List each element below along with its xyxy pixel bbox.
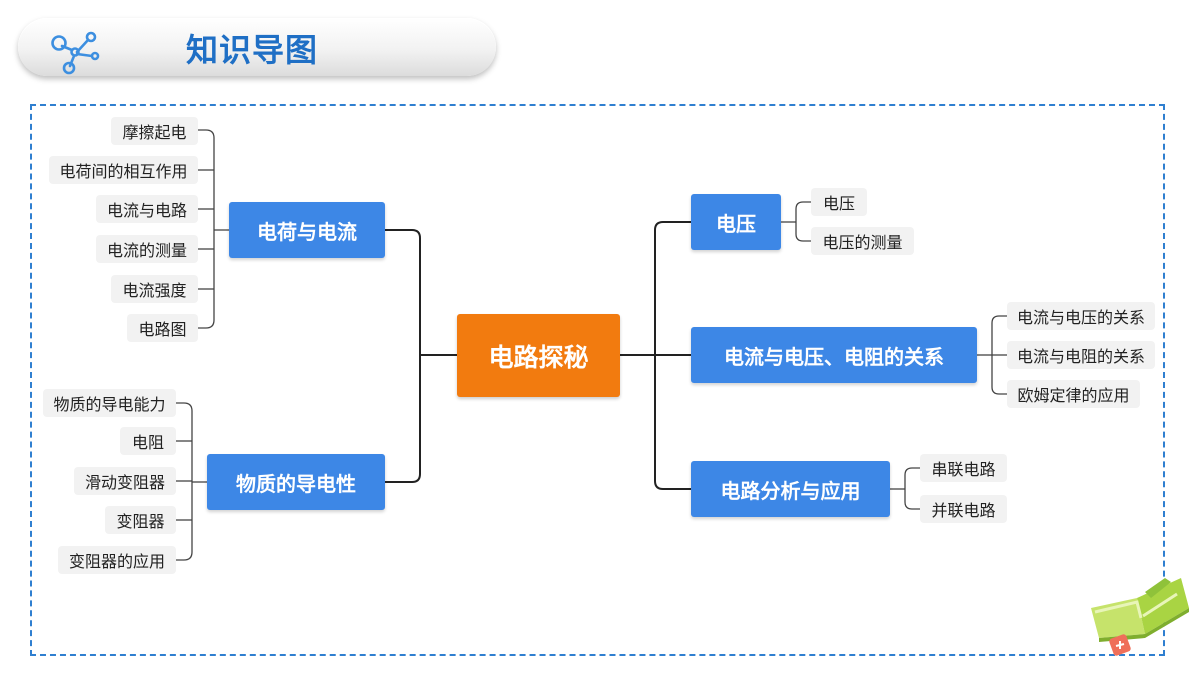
page-title: 知识导图 [186, 31, 319, 69]
branch-voltage: 电压 [691, 194, 781, 250]
leaf-item: 电流强度 [111, 275, 198, 303]
leaf-item: 电压 [811, 188, 867, 216]
leaf-item: 电流与电压的关系 [1007, 302, 1155, 330]
leaf-item: 变阻器的应用 [58, 546, 176, 574]
leaf-item: 电压的测量 [811, 227, 914, 255]
molecule-network-icon [51, 31, 100, 75]
branch-relationship: 电流与电压、电阻的关系 [691, 327, 977, 383]
branch-circuit-analysis: 电路分析与应用 [691, 461, 890, 517]
leaf-item: 电阻 [120, 427, 176, 455]
header-banner [18, 18, 496, 76]
leaf-item: 并联电路 [920, 495, 1007, 523]
leaf-item: 欧姆定律的应用 [1007, 380, 1140, 408]
open-book-icon [1091, 578, 1189, 656]
branch-conductivity: 物质的导电性 [207, 454, 385, 510]
leaf-item: 电流与电路 [96, 195, 198, 223]
leaf-item: 摩擦起电 [111, 117, 198, 145]
leaf-item: 电流的测量 [96, 235, 198, 263]
leaf-item: 电荷间的相互作用 [49, 156, 198, 184]
leaf-item: 物质的导电能力 [43, 389, 176, 417]
leaf-item: 变阻器 [105, 506, 176, 534]
leaf-item: 电流与电阻的关系 [1007, 341, 1155, 369]
leaf-item: 电路图 [127, 314, 198, 342]
leaf-item: 串联电路 [920, 454, 1007, 482]
mindmap-frame [30, 104, 1165, 656]
branch-charge-current: 电荷与电流 [229, 202, 385, 258]
central-node: 电路探秘 [457, 314, 620, 397]
leaf-item: 滑动变阻器 [74, 467, 176, 495]
